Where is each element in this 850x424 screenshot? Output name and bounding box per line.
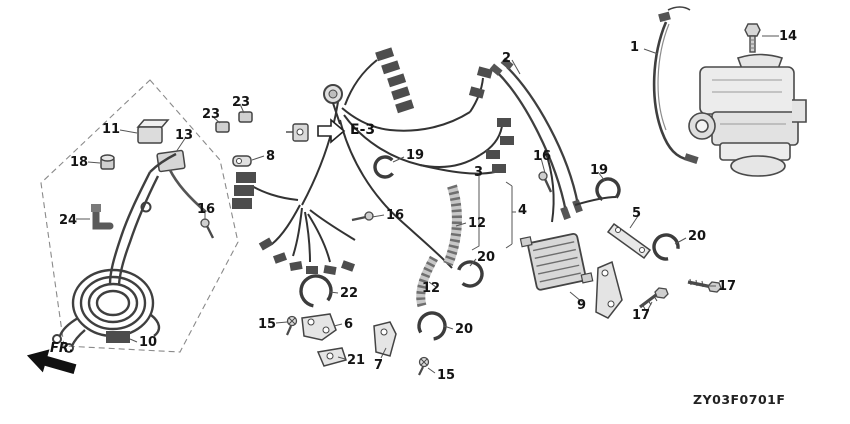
part-callout: 21 (347, 353, 366, 368)
e3-reference-arrow (286, 118, 346, 144)
part-callout: 19 (406, 148, 425, 163)
dashed-boundary (40, 79, 239, 353)
bolt-14 (744, 23, 761, 53)
bolt-16 (200, 171, 553, 239)
rectifier (519, 232, 594, 291)
part-callout: 1 (630, 40, 640, 55)
wire-clamps (299, 155, 680, 341)
e3-reference-label: E-3 (350, 122, 376, 138)
stay-bracket (606, 222, 652, 260)
part-callout: 10 (139, 335, 158, 350)
diagram-code: ZY03F0701F (693, 392, 786, 407)
part-callout: 16 (386, 208, 405, 223)
part-callout: 22 (340, 286, 359, 301)
leader-lines (76, 35, 779, 374)
part-callout: 4 (518, 203, 528, 218)
screw-15 (285, 315, 430, 376)
part-callout: 15 (258, 317, 277, 332)
relay-parts (91, 111, 253, 230)
fr-direction-arrow (26, 349, 77, 374)
part-callout: 6 (344, 317, 354, 332)
part-callout: 12 (468, 216, 487, 231)
battery-cable-coil (52, 152, 177, 353)
part-callout: 11 (102, 122, 121, 137)
part-callout: 17 (718, 279, 737, 294)
part-callout: 20 (455, 322, 474, 337)
part-callout: 23 (232, 95, 251, 110)
part-callout: 16 (533, 149, 552, 164)
part-callout: 7 (374, 358, 384, 373)
fr-label: FR. (50, 341, 75, 356)
part-callout: 8 (266, 149, 276, 164)
part-callout: 13 (175, 128, 194, 143)
part-callout: 12 (422, 281, 441, 296)
small-brackets (301, 313, 397, 367)
part-callout: 18 (70, 155, 89, 170)
part-callout: 19 (590, 163, 609, 178)
part-callout: 9 (577, 298, 587, 313)
part-callout: 23 (202, 107, 221, 122)
side-bracket (595, 260, 623, 319)
part-callout: 3 (474, 165, 484, 180)
carburetor (688, 53, 807, 177)
throttle-cable (652, 6, 699, 164)
part-callout: 20 (477, 250, 496, 265)
part-callout: 17 (632, 308, 651, 323)
part-callout: 5 (632, 206, 642, 221)
part-callout: 24 (59, 213, 78, 228)
part-callout: 20 (688, 229, 707, 244)
wire-harness (232, 47, 617, 275)
cable-2 (489, 57, 583, 221)
part-callout: 14 (779, 29, 798, 44)
part-callout: 15 (437, 368, 456, 383)
bolt-17 (639, 278, 722, 310)
part-callout: 16 (197, 202, 216, 217)
part-callout: 2 (502, 51, 512, 66)
